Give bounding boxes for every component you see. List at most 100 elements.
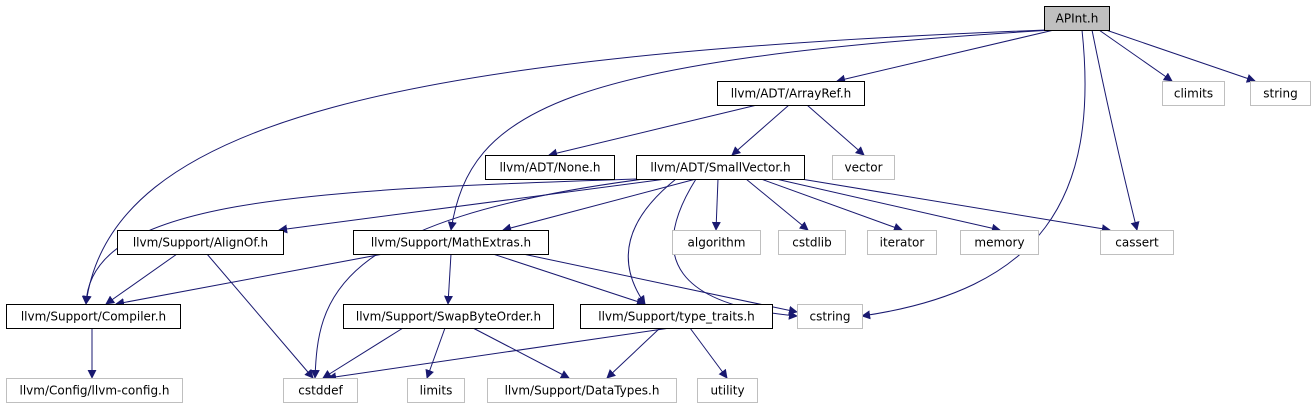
node-mathextras[interactable]: llvm/Support/MathExtras.h [353,230,549,255]
node-box-apint [1044,6,1110,31]
node-box-datatypes [487,378,677,403]
node-box-alignof [117,230,284,255]
node-label-mathextras: llvm/Support/MathExtras.h [371,236,531,250]
edge-swapbyteorder-to-cstddef [322,327,404,379]
node-label-apint: APInt.h [1056,12,1099,26]
node-box-smallvector [636,155,805,180]
node-box-llvmconfig [6,378,183,403]
edge-typetraits-to-utility [689,327,728,379]
node-box-string [1250,81,1311,106]
node-box-cstdlib [778,230,846,255]
node-box-swapbyteorder [343,304,554,329]
edge-mathextras-to-compiler [115,253,384,307]
node-box-compiler [6,304,181,329]
node-label-utility: utility [710,384,744,398]
node-box-memory [960,230,1039,255]
edge-apint-to-climits [1098,29,1173,82]
node-box-none [485,155,615,180]
edge-smallvector-to-cstdlib [745,178,809,231]
node-alignof[interactable]: llvm/Support/AlignOf.h [117,230,284,255]
edge-mathextras-to-typetraits [492,253,646,306]
node-box-cstddef [283,378,358,403]
node-cassert: cassert [1100,230,1174,255]
node-label-iterator: iterator [880,236,925,250]
node-compiler[interactable]: llvm/Support/Compiler.h [6,304,181,329]
edge-mathextras-to-swapbyteorder [443,253,453,305]
node-cstddef: cstddef [283,378,358,403]
node-cstdlib: cstdlib [778,230,846,255]
node-none[interactable]: llvm/ADT/None.h [485,155,615,180]
edge-typetraits-to-datatypes [606,327,661,379]
edge-mathextras-to-cstring [522,253,798,315]
node-box-vector [832,155,895,180]
node-label-alignof: llvm/Support/AlignOf.h [133,236,268,250]
edge-apint-to-compiler [82,29,1047,305]
node-box-algorithm [672,230,761,255]
edge-smallvector-to-alignof [278,178,667,234]
edge-smallvector-to-cassert [800,178,1111,234]
node-label-swapbyteorder: llvm/Support/SwapByteOrder.h [356,310,541,324]
node-typetraits[interactable]: llvm/Support/type_traits.h [580,304,773,329]
node-label-memory: memory [974,236,1024,250]
node-swapbyteorder[interactable]: llvm/Support/SwapByteOrder.h [343,304,554,329]
node-climits: climits [1162,81,1225,106]
edge-alignof-to-compiler [105,253,178,305]
edge-smallvector-to-memory [775,178,1001,233]
node-label-string: string [1263,87,1297,101]
node-label-cstdlib: cstdlib [792,236,831,250]
node-label-cstring: cstring [809,310,850,324]
node-box-iterator [867,230,937,255]
edges [81,29,1256,382]
node-label-smallvector: llvm/ADT/SmallVector.h [650,161,790,175]
node-limits: limits [407,378,465,403]
node-label-llvmconfig: llvm/Config/llvm-config.h [20,384,170,398]
edge-arrayref-to-smallvector [731,104,790,156]
node-box-typetraits [580,304,773,329]
node-box-cstring [797,304,863,329]
edge-smallvector-to-typetraits [627,178,677,305]
node-utility: utility [697,378,758,403]
node-llvmconfig: llvm/Config/llvm-config.h [6,378,183,403]
node-cstring: cstring [797,304,863,329]
edge-swapbyteorder-to-limits [425,327,446,379]
nodes: APInt.h llvm/ADT/ArrayRef.h climits string l… [6,6,1311,403]
node-string: string [1250,81,1311,106]
node-datatypes: llvm/Support/DataTypes.h [487,378,677,403]
edge-smallvector-to-cstddef [310,178,645,379]
edge-apint-to-cassert [1091,29,1140,231]
edge-arrayref-to-none [548,104,758,158]
node-iterator: iterator [867,230,937,255]
edge-smallvector-to-algorithm [711,178,721,231]
edge-apint-to-mathextras [447,29,1053,231]
node-label-compiler: llvm/Support/Compiler.h [21,310,166,324]
edge-apint-to-cstring [861,29,1086,320]
node-label-cassert: cassert [1115,236,1159,250]
node-label-cstddef: cstddef [298,384,343,398]
node-label-climits: climits [1174,87,1213,101]
edge-apint-to-arrayref [836,29,1055,84]
node-algorithm: algorithm [672,230,761,255]
node-label-arrayref: llvm/ADT/ArrayRef.h [731,87,852,101]
node-box-cassert [1100,230,1174,255]
node-label-limits: limits [420,384,453,398]
node-label-typetraits: llvm/Support/type_traits.h [598,310,755,324]
node-box-mathextras [353,230,549,255]
node-memory: memory [960,230,1039,255]
node-label-vector: vector [844,161,882,175]
node-box-limits [407,378,465,403]
node-box-arrayref [717,81,865,106]
node-label-none: llvm/ADT/None.h [499,161,600,175]
node-smallvector[interactable]: llvm/ADT/SmallVector.h [636,155,805,180]
node-box-climits [1162,81,1225,106]
edge-apint-to-string [1105,29,1256,83]
edge-smallvector-to-iterator [760,178,903,232]
edge-smallvector-to-compiler [81,178,637,305]
node-arrayref[interactable]: llvm/ADT/ArrayRef.h [717,81,865,106]
node-box-utility [697,378,758,403]
node-apint[interactable]: APInt.h [1044,6,1110,31]
edge-arrayref-to-vector [806,104,865,156]
node-label-algorithm: algorithm [688,236,746,250]
node-vector: vector [832,155,895,180]
node-label-datatypes: llvm/Support/DataTypes.h [505,384,660,398]
